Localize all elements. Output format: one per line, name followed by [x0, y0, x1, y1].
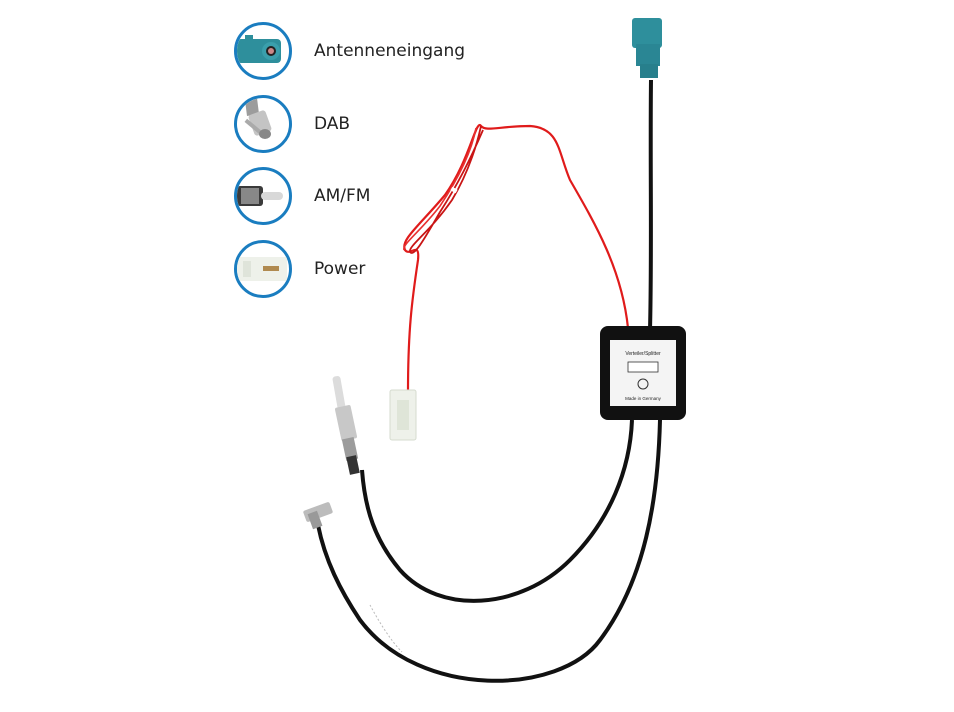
dab-smb-connector — [303, 502, 333, 530]
legend-item-am-fm: AM/FM — [234, 167, 370, 225]
legend-item-power: Power — [234, 240, 365, 298]
legend-item-antenna-input: Antenneneingang — [234, 22, 465, 80]
legend-label: AM/FM — [314, 186, 371, 206]
din-plug-icon — [234, 167, 292, 225]
legend-item-dab: DAB — [234, 95, 350, 153]
legend-label: DAB — [314, 114, 351, 134]
antenna-input-cable — [648, 79, 653, 331]
am-fm-cable — [360, 419, 634, 603]
splitter-box: Verteiler/Splitter Made in Germany — [600, 326, 686, 420]
splitter-label-origin: Made in Germany — [625, 396, 662, 401]
smb-connector-icon — [234, 95, 292, 153]
power-plug-icon — [234, 240, 292, 298]
legend-label: Power — [314, 259, 366, 279]
fakra-connector-icon — [234, 22, 292, 80]
dab-cable — [316, 419, 662, 683]
power-wire — [403, 123, 630, 393]
fakra-connector — [632, 18, 662, 78]
splitter-label-title: Verteiler/Splitter — [625, 351, 661, 357]
am-fm-din-plug — [332, 376, 360, 475]
legend-label: Antenneneingang — [314, 41, 466, 61]
